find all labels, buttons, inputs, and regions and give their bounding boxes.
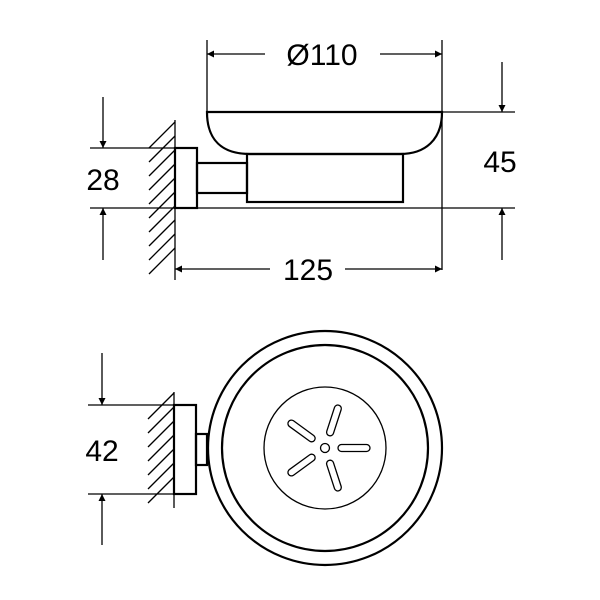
side-view: Ø110 45 28 125 <box>86 39 516 287</box>
wall-hatching <box>147 392 175 508</box>
hatch-line <box>148 135 176 163</box>
dimension-label-plate-side: 28 <box>86 164 119 197</box>
center-hole <box>319 442 331 454</box>
dimension-plate-side: 28 <box>86 97 175 260</box>
hatch-line <box>148 163 176 191</box>
hatch-line <box>148 233 176 261</box>
drain-slots <box>287 404 371 492</box>
hatch-line <box>147 406 175 434</box>
dimension-label-diameter: Ø110 <box>286 39 357 72</box>
hatch-line <box>147 434 175 462</box>
hatch-line <box>147 462 175 490</box>
dish-inner-rim <box>220 343 430 553</box>
drain-slot <box>287 453 316 477</box>
drain-plate <box>263 386 387 510</box>
hatch-line <box>148 177 176 205</box>
hatch-line <box>147 476 175 504</box>
dish-holder <box>245 152 405 204</box>
drain-slot <box>337 443 371 453</box>
drain-slot <box>325 404 342 437</box>
arm <box>195 161 249 195</box>
hatch-line <box>148 149 176 177</box>
connector <box>194 432 209 467</box>
dimension-label-plate-width: 42 <box>85 435 118 468</box>
hatch-line <box>148 219 176 247</box>
wall-hatching <box>148 120 176 280</box>
wall-plate <box>173 146 199 210</box>
dimension-depth: 125 <box>175 254 442 287</box>
hatch-line <box>147 420 175 448</box>
drain-slot <box>325 459 342 492</box>
dish-outer-rim <box>206 329 444 567</box>
hatch-line <box>148 191 176 219</box>
dimension-diameter: Ø110 <box>206 39 443 270</box>
dimension-label-height: 45 <box>483 146 516 179</box>
soap-dish <box>205 110 444 156</box>
wall-plate <box>172 403 198 496</box>
hatch-line <box>147 448 175 476</box>
hatch-line <box>148 205 176 233</box>
dimension-label-depth: 125 <box>283 254 333 287</box>
dimension-height: 45 <box>175 62 517 260</box>
hatch-line <box>148 247 176 275</box>
hatch-line <box>148 121 176 149</box>
top-view: 42 <box>85 329 444 567</box>
hatch-line <box>147 392 175 420</box>
drain-slot <box>287 419 316 443</box>
dimension-plate-width: 42 <box>85 353 174 545</box>
